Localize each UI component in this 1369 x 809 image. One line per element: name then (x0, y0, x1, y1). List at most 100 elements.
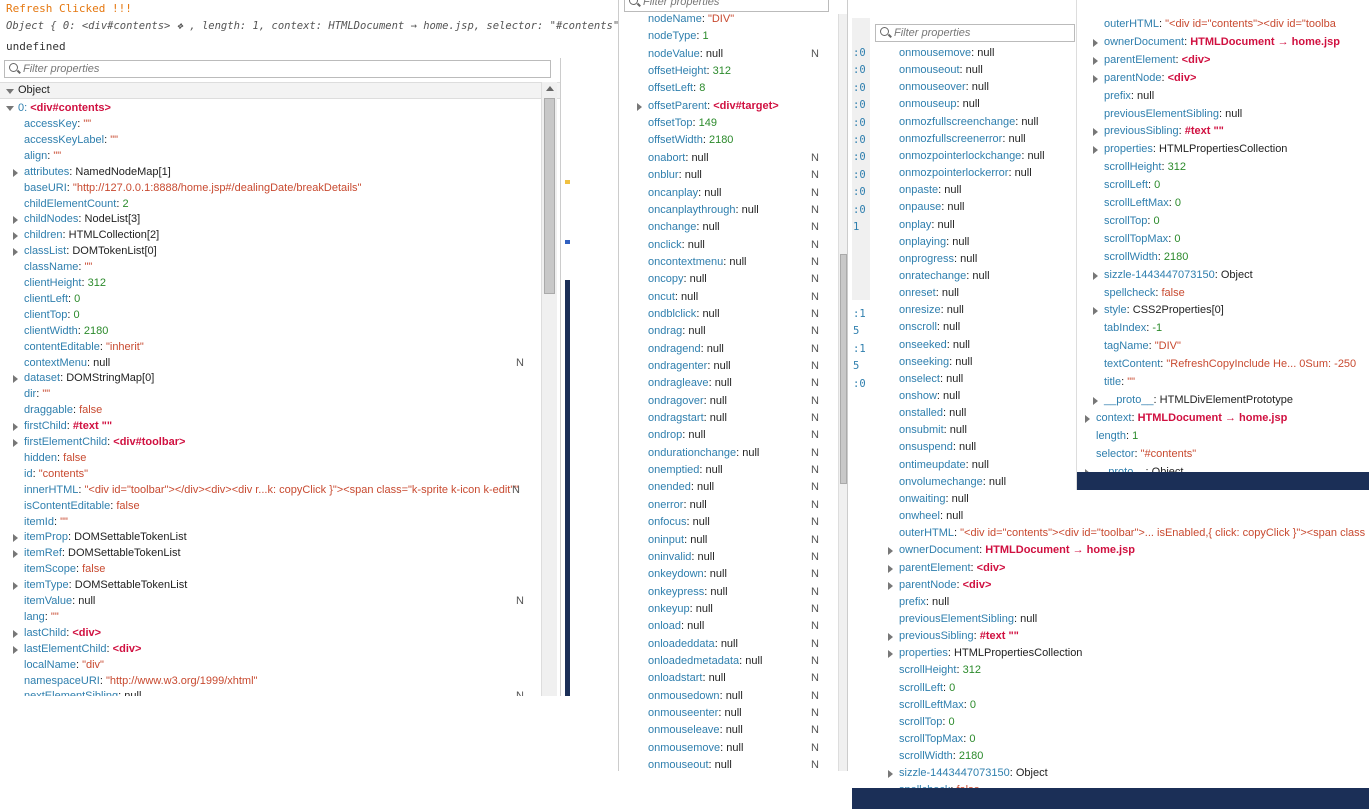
property-key: scrollHeight (1104, 161, 1162, 174)
scrollbar[interactable] (541, 82, 557, 696)
expand-arrow-icon[interactable] (888, 564, 893, 573)
property-key: ondblclick (648, 307, 697, 320)
property-value[interactable]: <div> (112, 642, 142, 655)
expand-arrow-icon[interactable] (1093, 146, 1098, 155)
property-value: null (93, 356, 111, 369)
null-flag: N (811, 481, 819, 494)
property-value: null (971, 81, 989, 94)
property-key: previousSibling (1104, 125, 1179, 138)
gutter-number: :0 (853, 134, 866, 146)
console-log-object[interactable]: Object { 0: <div#contents> ❖ , length: 1… (6, 20, 632, 32)
expand-arrow-icon[interactable] (1093, 74, 1098, 83)
property-value: null (706, 342, 724, 355)
expand-arrow-icon[interactable] (1093, 271, 1098, 280)
filter-properties-input[interactable]: Filter properties (4, 60, 551, 78)
search-icon (880, 27, 889, 36)
property-value[interactable]: #text "" (72, 420, 113, 433)
null-flag: N (811, 585, 819, 598)
expand-arrow-icon[interactable] (888, 633, 893, 642)
property-value: null (937, 218, 955, 231)
expand-arrow-icon[interactable] (13, 232, 18, 241)
property-value: "inherit" (105, 340, 144, 353)
property-key: scrollWidth (899, 750, 953, 763)
gutter-number: 1 (853, 221, 860, 233)
property-value[interactable]: <div> (1167, 71, 1197, 84)
property-key: itemValue (24, 595, 73, 607)
property-value: null (1225, 107, 1243, 120)
property-value[interactable]: HTMLDocument → home.jsp (985, 544, 1135, 557)
property-value[interactable]: <div#toolbar> (113, 436, 186, 448)
property-value[interactable]: <div> (962, 578, 992, 591)
property-key: scrollTop (1104, 214, 1148, 227)
property-key: dataset (24, 372, 61, 385)
root-value[interactable]: <div#contents> (30, 102, 111, 114)
property-key: ondragleave (648, 377, 709, 390)
expand-arrow-icon[interactable] (13, 168, 18, 177)
property-value: null (689, 498, 707, 511)
expand-arrow-icon[interactable] (13, 629, 18, 638)
null-flag: N (512, 483, 520, 496)
property-value: Object (1015, 767, 1048, 780)
expand-arrow-icon[interactable] (13, 582, 18, 591)
property-value: null (726, 741, 744, 754)
property-value: "<div id="contents"><div id="toolba (1165, 18, 1336, 30)
expand-arrow-icon[interactable] (888, 581, 893, 590)
expand-arrow-icon[interactable] (1093, 307, 1098, 316)
property-value: HTMLPropertiesCollection (954, 647, 1083, 660)
expand-arrow-icon[interactable] (13, 439, 18, 447)
scroll-up-arrow-icon[interactable] (546, 86, 554, 91)
property-value: "#contents" (1140, 447, 1197, 460)
property-value: null (951, 492, 969, 505)
expand-arrow-icon[interactable] (13, 375, 18, 384)
property-key: ondurationchange (648, 446, 737, 459)
property-key: baseURI (24, 181, 67, 194)
expand-arrow-icon[interactable] (13, 534, 18, 543)
expand-arrow-icon[interactable] (1093, 128, 1098, 137)
scrollbar-thumb[interactable] (840, 254, 847, 484)
null-flag: N (811, 290, 819, 303)
null-flag: N (811, 637, 819, 650)
collapse-arrow-icon[interactable] (6, 89, 14, 94)
scrollbar[interactable] (838, 14, 847, 771)
property-value[interactable]: <div#target> (713, 99, 779, 112)
property-value[interactable]: HTMLDocument → home.jsp (1190, 35, 1340, 48)
expand-arrow-icon[interactable] (1093, 396, 1098, 405)
expand-arrow-icon[interactable] (637, 102, 642, 111)
expand-arrow-icon[interactable] (1093, 38, 1098, 47)
edge-mark (565, 180, 570, 184)
expand-arrow-icon[interactable] (888, 770, 893, 779)
expand-arrow-icon[interactable] (888, 547, 893, 556)
property-key: spellcheck (899, 784, 950, 788)
property-value[interactable]: <div> (1181, 53, 1211, 66)
collapse-arrow-icon[interactable] (6, 106, 14, 111)
scrollbar-thumb[interactable] (544, 98, 555, 294)
property-value[interactable]: #text "" (979, 630, 1019, 643)
expand-arrow-icon[interactable] (13, 645, 18, 654)
expand-arrow-icon[interactable] (888, 650, 893, 659)
property-value: HTMLPropertiesCollection (1159, 143, 1288, 156)
property-key: onmozfullscreenerror (899, 132, 1003, 145)
expand-arrow-icon[interactable] (13, 248, 18, 257)
null-flag: N (811, 620, 819, 633)
property-value[interactable]: <div> (72, 626, 102, 639)
property-value[interactable]: #text "" (1184, 125, 1224, 138)
property-value: null (977, 47, 995, 59)
null-flag: N (811, 412, 819, 425)
property-value: "DIV" (1154, 340, 1181, 353)
expand-arrow-icon[interactable] (1093, 56, 1098, 65)
expand-arrow-icon[interactable] (13, 550, 18, 559)
property-key: parentElement (1104, 53, 1176, 66)
property-value: 312 (87, 277, 106, 289)
property-value: CSS2Properties[0] (1132, 304, 1224, 317)
filter-properties-input[interactable]: Filter properties (624, 0, 829, 12)
filter-properties-input[interactable]: Filter properties (875, 24, 1075, 42)
properties-panel-main: Filter properties Object 0: <div#content… (0, 58, 570, 696)
property-value: NodeList[3] (84, 213, 141, 226)
property-key: innerHTML (24, 483, 79, 496)
expand-arrow-icon[interactable] (13, 216, 18, 225)
expand-arrow-icon[interactable] (13, 423, 18, 432)
property-value[interactable]: <div> (976, 561, 1006, 574)
object-header-row[interactable]: Object (0, 82, 560, 99)
expand-arrow-icon[interactable] (1085, 414, 1090, 423)
property-value[interactable]: HTMLDocument → home.jsp (1137, 411, 1288, 424)
